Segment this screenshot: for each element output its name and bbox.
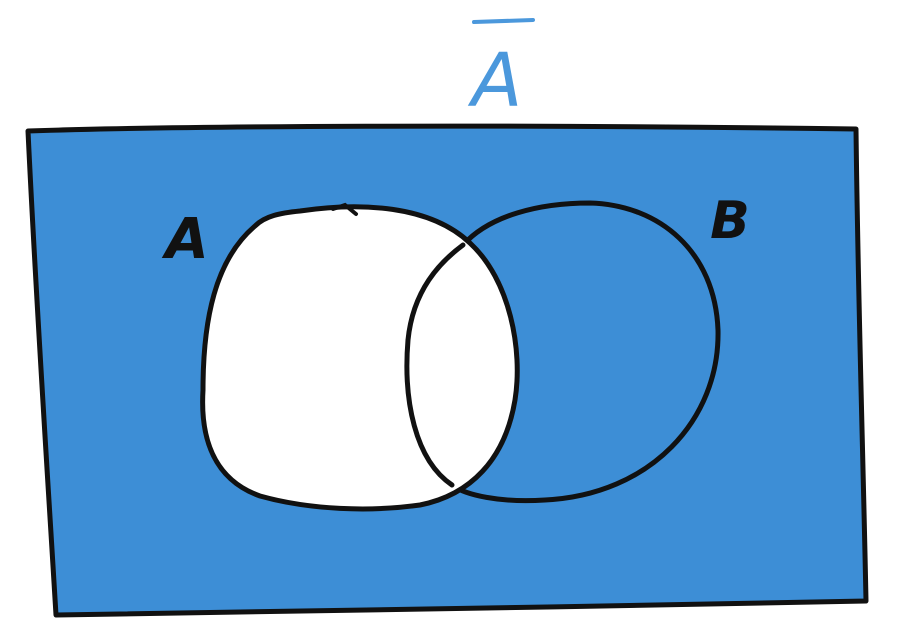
title-overline: [472, 18, 535, 24]
set-b-inner-arc: [404, 242, 466, 488]
set-b-label: B: [710, 191, 750, 251]
set-a-label: A: [161, 207, 208, 272]
pen-tick-mark: [331, 202, 358, 216]
set-a-circle: [200, 204, 520, 512]
complement-title: A: [468, 18, 535, 124]
title-letter: A: [468, 38, 523, 124]
